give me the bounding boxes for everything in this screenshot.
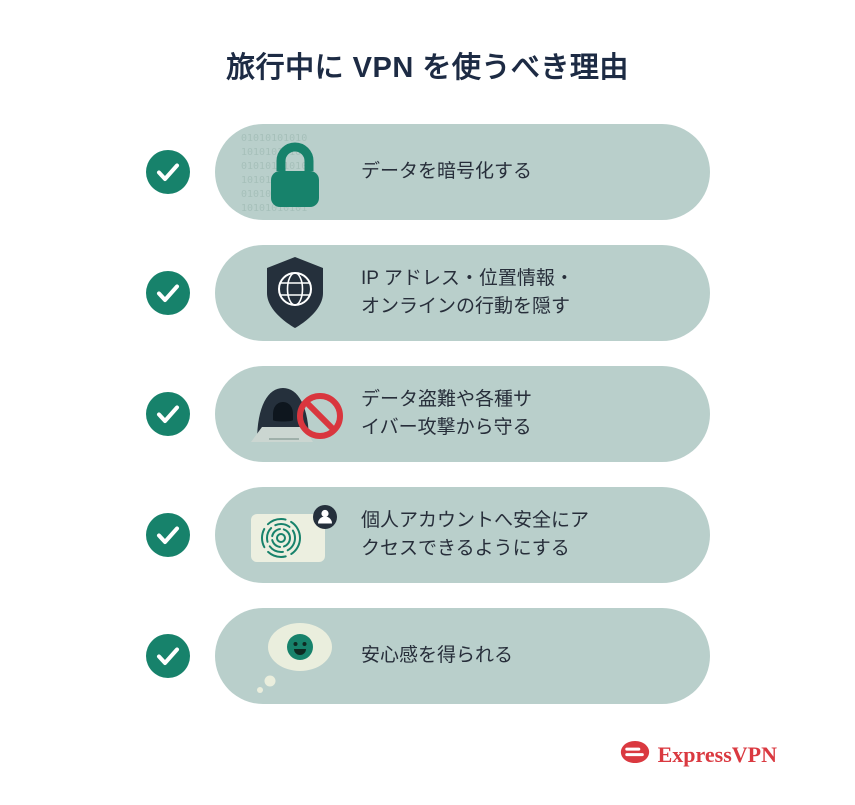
svg-text:01010101010: 01010101010 [241,133,307,144]
page-title: 旅行中に VPN を使うべき理由 [226,52,629,84]
benefit-text: データ盗難や各種サ イバー攻撃から守る [361,389,533,438]
benefit-row-hide-ip: IP アドレス・位置情報・ オンラインの行動を隠す [0,245,855,341]
shield-globe-icon [233,247,357,339]
check-circle-icon [146,150,190,194]
check-circle-icon [146,513,190,557]
check-circle-icon [146,271,190,315]
expressvpn-logo-icon [620,740,650,769]
check-circle-icon [146,392,190,436]
hacker-blocked-icon [233,368,357,460]
benefit-row-accounts: 個人アカウントへ安全にア クセスできるようにする [0,487,855,583]
svg-text:10101010101: 10101010101 [241,203,307,214]
benefit-pill: 個人アカウントへ安全にア クセスできるようにする [215,487,710,583]
benefit-pill: IP アドレス・位置情報・ オンラインの行動を隠す [215,245,710,341]
lock-binary-icon: 01010101010 10101010101 01010101010 1010… [233,126,357,218]
check-circle-icon [146,634,190,678]
benefit-row-encrypt: 01010101010 10101010101 01010101010 1010… [0,124,855,220]
benefit-list: 01010101010 10101010101 01010101010 1010… [0,124,855,704]
benefit-text: 個人アカウントへ安全にア クセスできるようにする [361,510,590,559]
svg-text:10101010101: 10101010101 [241,147,307,158]
benefit-text: IP アドレス・位置情報・ オンラインの行動を隠す [361,268,574,317]
benefit-pill: 安心感を得られる [215,608,710,704]
fingerprint-card-icon [233,489,357,581]
benefit-pill: データ盗難や各種サ イバー攻撃から守る [215,366,710,462]
benefit-text: データを暗号化する [361,161,533,183]
benefit-pill: 01010101010 10101010101 01010101010 1010… [215,124,710,220]
thought-bubble-icon [233,610,357,702]
benefit-row-peace-of-mind: 安心感を得られる [0,608,855,704]
brand-footer: ExpressVPN [620,740,777,769]
brand-name: ExpressVPN [657,741,777,767]
benefit-text: 安心感を得られる [361,645,514,667]
svg-text:01010101010: 01010101010 [241,161,307,172]
benefit-row-protect: データ盗難や各種サ イバー攻撃から守る [0,366,855,462]
